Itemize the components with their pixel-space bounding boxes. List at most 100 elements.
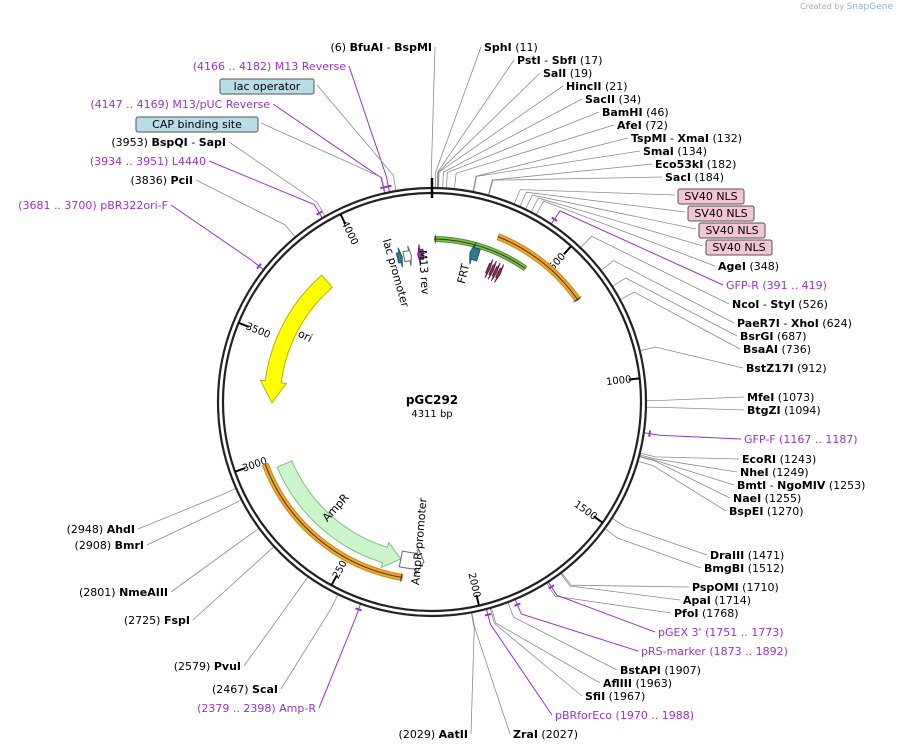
leader-pbr322 bbox=[170, 204, 265, 271]
label-paer7i: PaeR7I - XhoI (624) bbox=[737, 317, 852, 330]
label-box-nls4 bbox=[705, 239, 773, 256]
leader-saci bbox=[488, 176, 663, 196]
enzyme-name: pBR322ori-F bbox=[100, 199, 168, 212]
label-text-pspomi: PspOMI (1710) bbox=[692, 581, 779, 594]
gfp-outer-arc-outline bbox=[496, 233, 581, 303]
leader-ecori bbox=[639, 452, 740, 460]
position: (17) bbox=[576, 54, 602, 67]
enzyme-name: Amp-R bbox=[279, 702, 316, 715]
enzyme-name: BspEI bbox=[729, 505, 763, 518]
label-text-nmeaiii: (2801) NmeAIII bbox=[79, 586, 168, 599]
leader-bmri bbox=[146, 499, 242, 546]
position: (624) bbox=[819, 317, 852, 330]
ampr-arrow bbox=[276, 460, 402, 569]
separator: - bbox=[188, 136, 199, 149]
tick-mark-4000 bbox=[339, 213, 347, 225]
leader-bsaai bbox=[619, 291, 741, 350]
primer-tick-l4440 bbox=[316, 210, 323, 216]
label-pfoi: PfoI (1768) bbox=[674, 607, 739, 620]
position: (184) bbox=[691, 171, 724, 184]
enzyme-name: SacII bbox=[585, 93, 615, 106]
label-pvui: (2579) PvuI bbox=[174, 660, 241, 673]
label-bsaai: BsaAI (736) bbox=[743, 343, 811, 356]
enzyme-name: M13 Reverse bbox=[275, 60, 346, 73]
leader-nls2 bbox=[519, 191, 686, 213]
position: (3836) bbox=[130, 174, 170, 187]
separator: - bbox=[383, 41, 394, 54]
primer-tick-gfpr bbox=[551, 216, 558, 222]
enzyme-name: NheI bbox=[740, 466, 769, 479]
enzyme-name-2: XhoI bbox=[791, 317, 819, 330]
label-bamhi: BamHI (46) bbox=[602, 106, 669, 119]
label-text-hincii: HincII (21) bbox=[566, 80, 628, 93]
enzyme-name: PspOMI bbox=[692, 581, 739, 594]
leader-draiii bbox=[611, 517, 708, 556]
enzyme-name: EcoRI bbox=[742, 453, 776, 466]
label-aatii: (2029) AatII bbox=[399, 728, 468, 741]
position: (1073) bbox=[774, 391, 814, 404]
position: (182) bbox=[703, 158, 736, 171]
plasmid-size: 4311 bp bbox=[411, 409, 452, 420]
label-gfpf: GFP-F (1167 .. 1187) bbox=[744, 433, 858, 446]
ampr-outer-arc-head bbox=[399, 571, 403, 584]
separator: - bbox=[759, 298, 770, 311]
enzyme-name: BmtI bbox=[737, 479, 766, 492]
ampr-promoter-label: AmpR promoter bbox=[409, 497, 430, 586]
label-nls4: SV40 NLS bbox=[705, 239, 773, 256]
enzyme-name: DraIII bbox=[710, 549, 744, 562]
tick-mark-1000 bbox=[628, 377, 640, 381]
leader-capsite bbox=[260, 122, 386, 194]
enzyme-name: BstZ17I bbox=[746, 362, 794, 375]
position: (2908) bbox=[75, 539, 115, 552]
label-text-psti: PstI - SbfI (17) bbox=[517, 54, 603, 67]
label-text-eco53ki: Eco53kI (182) bbox=[655, 158, 736, 171]
label-afliii: AflIII (1963) bbox=[603, 677, 672, 690]
leader-naei bbox=[638, 456, 731, 499]
leader-eco53ki bbox=[487, 163, 653, 196]
enzyme-name: SfiI bbox=[585, 690, 605, 703]
tick-mark-500 bbox=[563, 245, 572, 255]
leader-hincii bbox=[438, 85, 564, 189]
label-box-lacoperator bbox=[219, 78, 315, 95]
position: (4147 .. 4169) bbox=[90, 98, 172, 111]
enzyme-name: GFP-R bbox=[726, 279, 759, 292]
position: (1167 .. 1187) bbox=[776, 433, 858, 446]
label-bfuai: (6) BfuAI - BspMI bbox=[330, 41, 432, 54]
position: (2801) bbox=[79, 586, 119, 599]
snapgene-logo: SnapGene bbox=[846, 2, 893, 12]
position: (1967) bbox=[605, 690, 645, 703]
leader-mfei bbox=[645, 396, 745, 401]
sv40-nls-3-arrow bbox=[490, 262, 501, 281]
position: (1751 .. 1773) bbox=[702, 626, 784, 639]
enzyme-name: BtgZI bbox=[747, 404, 781, 417]
label-ecori: EcoRI (1243) bbox=[742, 453, 816, 466]
position: (6) bbox=[330, 41, 349, 54]
label-text-bspei: BspEI (1270) bbox=[729, 505, 804, 518]
primer-tick-pbrforeco bbox=[484, 612, 492, 617]
label-m13puc: (4147 .. 4169) M13/pUC Reverse bbox=[90, 98, 270, 111]
label-bstapi: BstAPI (1907) bbox=[620, 664, 701, 677]
position: (2579) bbox=[174, 660, 214, 673]
ampr-outer-arc-core bbox=[264, 463, 403, 579]
label-text-nls3: SV40 NLS bbox=[705, 224, 758, 237]
label-sfii: SfiI (1967) bbox=[585, 690, 645, 703]
position: (4166 .. 4182) bbox=[193, 60, 275, 73]
position: (1963) bbox=[632, 677, 672, 690]
label-text-pcii: (3836) PciI bbox=[130, 174, 193, 187]
enzyme-name: ZraI bbox=[513, 728, 538, 741]
position: (2029) bbox=[399, 728, 439, 741]
label-apai: ApaI (1714) bbox=[683, 594, 751, 607]
label-box-nls2 bbox=[687, 205, 755, 222]
tick-label-2000: 2000 bbox=[466, 572, 482, 599]
label-text-fspi: (2725) FspI bbox=[124, 614, 190, 627]
position: (1243) bbox=[776, 453, 816, 466]
enzyme-name-2: SapI bbox=[199, 136, 226, 149]
label-bspei: BspEI (1270) bbox=[729, 505, 804, 518]
label-text-ncoi: NcoI - StyI (526) bbox=[732, 298, 828, 311]
leader-nls3 bbox=[525, 194, 697, 230]
label-text-gfpf: GFP-F (1167 .. 1187) bbox=[744, 433, 858, 446]
enzyme-name: BmgBI bbox=[704, 562, 744, 575]
sv40-nls-2-arrow bbox=[487, 260, 497, 280]
position: (3953) bbox=[111, 136, 151, 149]
